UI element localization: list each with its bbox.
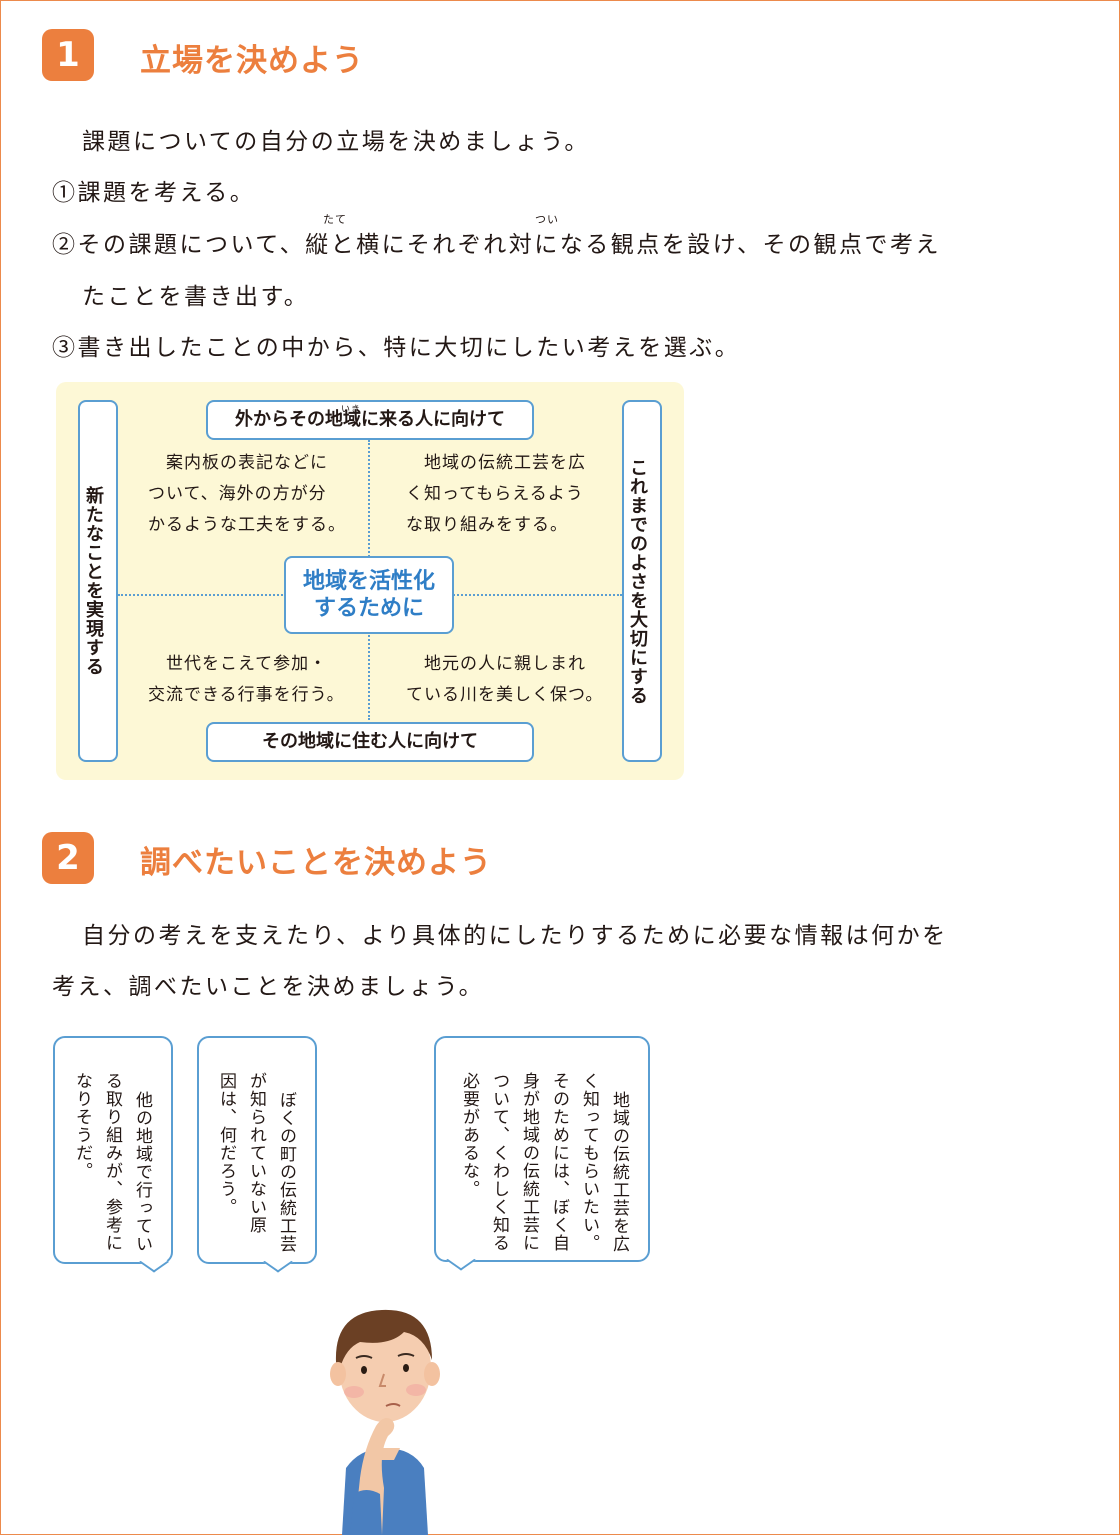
- bottom-axis-label: その地域に住む人に向けて: [206, 722, 534, 762]
- left-axis-label: 新たなことを実現する: [78, 400, 118, 762]
- right-axis-label: これまでのよさを大切にする: [622, 400, 662, 762]
- viewpoint-diagram: 外からその地域に来る人に向けて いき その地域に住む人に向けて 新たなことを実現…: [56, 382, 684, 780]
- step2-text-cont: たことを書き出す。: [82, 284, 310, 310]
- section1-number-badge: 1: [42, 29, 94, 81]
- section2-title: 調べたいことを決めよう: [140, 845, 492, 881]
- step3-text: ③書き出したことの中から、特に大切にしたい考えを選ぶ。: [52, 335, 741, 361]
- section2-intro-cont: 考え、調べたいことを決めましょう。: [52, 974, 485, 1000]
- center-theme-box: 地域を活性化 するために: [284, 556, 454, 634]
- ruby-iki: いき: [341, 405, 362, 415]
- section1-title: 立場を決めよう: [140, 43, 364, 79]
- speech-bubble-1: 他の地域で行ってい る取り組みが、参考に なりそうだ。: [53, 1036, 173, 1273]
- speech-bubble-1-text: 他の地域で行ってい る取り組みが、参考に なりそうだ。: [72, 1072, 152, 1253]
- ruby-tsui: つい: [535, 213, 559, 226]
- quadrant-top-left: 案内板の表記などに ついて、海外の方が分 かるような工夫をする。: [148, 453, 346, 535]
- speech-bubble-3: 地域の伝統工芸を広 く知ってもらいたい。 そのためには、ぼく自 身が地域の伝統工…: [434, 1036, 650, 1271]
- speech-bubble-2: ぼくの町の伝統工芸 が知られていない原 因は、何だろう。: [197, 1036, 317, 1273]
- top-axis-label: 外からその地域に来る人に向けて: [206, 400, 534, 440]
- right-axis-text: これまでのよさを大切にする: [627, 457, 648, 705]
- thinking-boy-illustration: [330, 1309, 440, 1535]
- speech-bubble-3-text: 地域の伝統工芸を広 く知ってもらいたい。 そのためには、ぼく自 身が地域の伝統工…: [459, 1072, 629, 1253]
- center-theme-line1: 地域を活性化: [302, 569, 435, 594]
- section2-number-badge: 2: [42, 832, 94, 884]
- step2-text: ②その課題について、縦と横にそれぞれ対になる観点を設け、その観点で考え: [52, 232, 942, 258]
- bottom-axis-text: その地域に住む人に向けて: [262, 731, 478, 752]
- ruby-tate: たて: [323, 213, 347, 226]
- section1-intro: 課題についての自分の立場を決めましょう。: [82, 129, 590, 155]
- quadrant-top-right: 地域の伝統工芸を広 く知ってもらえるよう な取り組みをする。: [406, 453, 586, 535]
- quadrant-bottom-left: 世代をこえて参加・ 交流できる行事を行う。: [148, 654, 345, 705]
- top-axis-text: 外からその地域に来る人に向けて: [235, 409, 505, 430]
- speech-bubble-2-text: ぼくの町の伝統工芸 が知られていない原 因は、何だろう。: [216, 1072, 296, 1253]
- center-theme-line2: するために: [313, 596, 424, 621]
- step1-text: ①課題を考える。: [52, 180, 256, 206]
- section2-intro: 自分の考えを支えたり、より具体的にしたりするために必要な情報は何かを: [82, 923, 948, 949]
- quadrant-bottom-right: 地元の人に親しまれ ている川を美しく保つ。: [406, 654, 604, 705]
- left-axis-text: 新たなことを実現する: [83, 486, 104, 676]
